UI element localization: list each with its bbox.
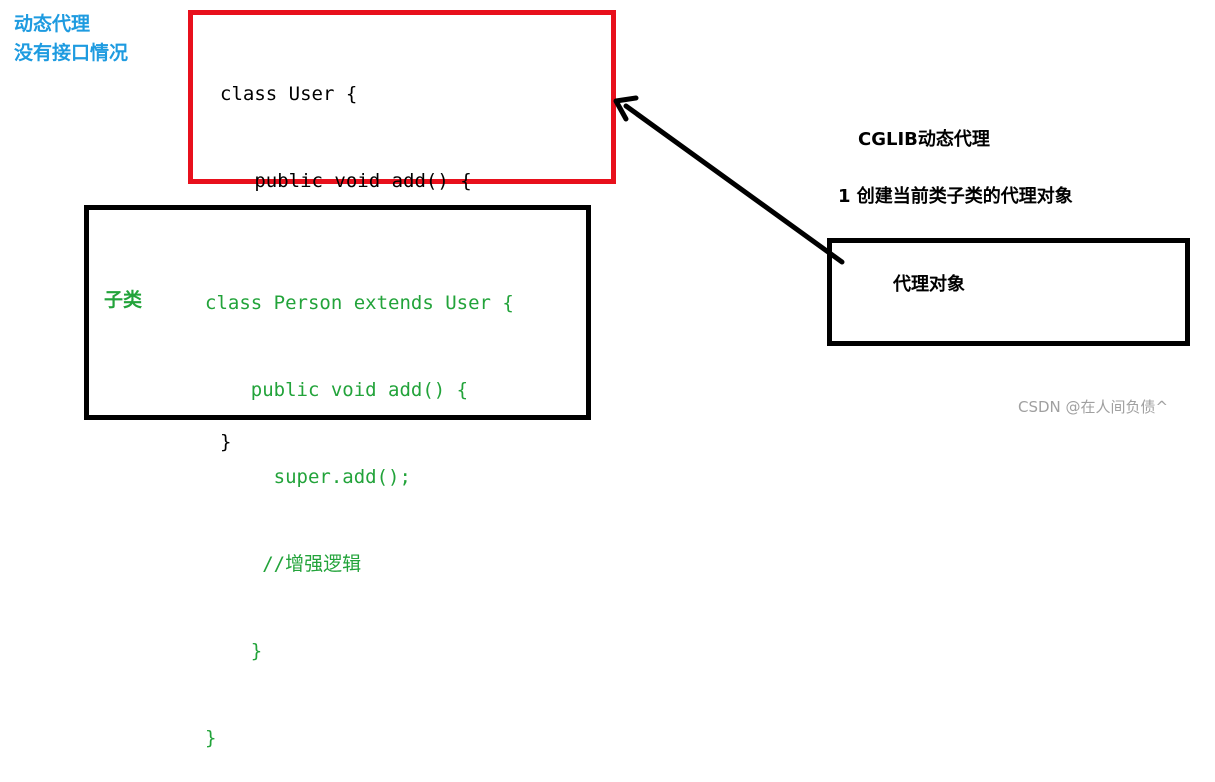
person-code-line: } xyxy=(205,727,217,749)
watermark: CSDN @在人间负债^ xyxy=(1018,398,1169,416)
arrow-head xyxy=(613,95,639,122)
subclass-label: 子类 xyxy=(104,289,143,311)
person-code-line: } xyxy=(205,640,263,662)
proxy-object-box xyxy=(827,238,1190,346)
cglib-title: CGLIB动态代理 xyxy=(858,129,990,150)
arrow-proxy-to-user xyxy=(613,95,845,265)
user-code-line: public void add() { xyxy=(220,170,472,192)
title-line-1: 动态代理 xyxy=(14,13,91,35)
person-code-line: class Person extends User { xyxy=(205,292,514,314)
user-code-line: class User { xyxy=(220,83,358,105)
person-code-line: super.add(); xyxy=(205,466,411,488)
user-class-box xyxy=(188,10,616,184)
arrow-shaft xyxy=(623,103,845,265)
person-subclass-box xyxy=(84,205,591,420)
title-line-2: 没有接口情况 xyxy=(14,42,129,64)
cglib-step-1: 1 创建当前类子类的代理对象 xyxy=(838,186,1073,207)
person-code-line: //增强逻辑 xyxy=(205,553,362,575)
person-code-line: public void add() { xyxy=(205,379,469,401)
proxy-object-label: 代理对象 xyxy=(893,274,965,295)
diagram-title: 动态代理 没有接口情况 xyxy=(14,10,128,68)
